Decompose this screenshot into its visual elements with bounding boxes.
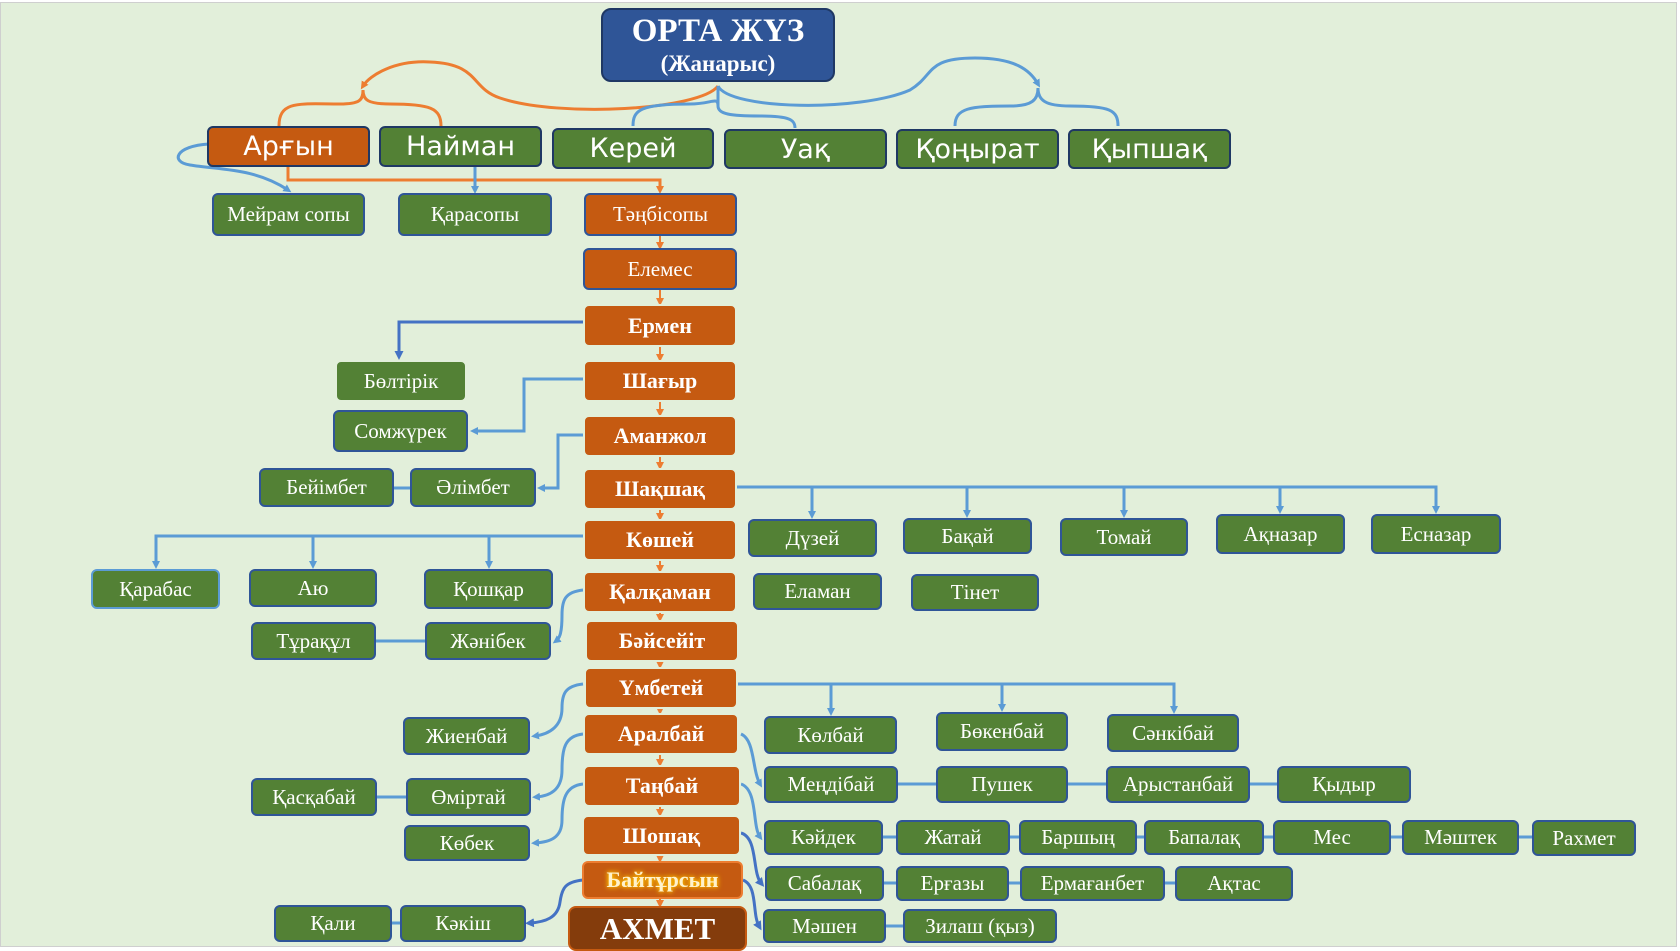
node-bakai[interactable]: Бақай <box>903 518 1032 554</box>
main-node-baiseiit[interactable]: Бәйсейіт <box>585 620 739 662</box>
main-node-umbetey[interactable]: Үмбетей <box>584 667 738 709</box>
node-kaidek[interactable]: Кәйдек <box>764 820 883 855</box>
tribe-uak[interactable]: Уақ <box>724 129 887 169</box>
node-pushek[interactable]: Пушек <box>936 766 1068 803</box>
main-node-elemes[interactable]: Елемес <box>583 248 737 290</box>
node-somzhurek[interactable]: Сомжүрек <box>333 410 468 452</box>
node-ayu[interactable]: Аю <box>249 569 377 607</box>
main-node-koshey[interactable]: Көшей <box>583 519 737 561</box>
node-karabas[interactable]: Қарабас <box>91 569 220 609</box>
node-mendibai[interactable]: Меңдібай <box>764 766 898 803</box>
main-node-ermen[interactable]: Ермен <box>583 304 737 347</box>
node-bokenbai[interactable]: Бөкенбай <box>936 712 1068 751</box>
main-node-shoshak[interactable]: Шошақ <box>582 815 741 856</box>
node-duzei[interactable]: Дүзей <box>748 519 877 557</box>
node-ermaganbet[interactable]: Ермағанбет <box>1020 866 1165 901</box>
node-mes[interactable]: Мес <box>1273 820 1391 855</box>
node-kobek[interactable]: Көбек <box>404 825 530 861</box>
node-kaskabai[interactable]: Қасқабай <box>251 778 377 816</box>
main-node-kalkaman[interactable]: Қалқаман <box>583 571 737 613</box>
node-meiram-sopy[interactable]: Мейрам сопы <box>212 193 365 236</box>
node-sabalak[interactable]: Сабалақ <box>765 866 884 901</box>
main-node-shakshak[interactable]: Шақшақ <box>583 468 737 510</box>
node-boltirik[interactable]: Бөлтірік <box>335 360 467 402</box>
main-node-akhmet[interactable]: АХМЕТ <box>568 906 747 951</box>
node-tanbisopy[interactable]: Тәңбісопы <box>584 193 737 236</box>
title-subtitle: (Жанарыс) <box>660 50 776 76</box>
node-sankibai[interactable]: Сәнкібай <box>1107 714 1239 752</box>
node-karasopy[interactable]: Қарасопы <box>398 193 552 236</box>
node-bapalak[interactable]: Бапалақ <box>1144 820 1264 855</box>
node-koshkar[interactable]: Қошқар <box>424 569 553 609</box>
node-kydyr[interactable]: Қыдыр <box>1277 766 1411 803</box>
main-node-aralbai[interactable]: Аралбай <box>583 713 739 755</box>
node-kakish[interactable]: Кәкіш <box>400 905 526 942</box>
node-alimbet[interactable]: Әлімбет <box>410 468 536 507</box>
tribe-konyrat[interactable]: Қоңырат <box>896 129 1059 169</box>
node-aknazar[interactable]: Ақназар <box>1216 514 1345 554</box>
node-kolbai[interactable]: Көлбай <box>764 716 897 754</box>
main-node-shagyr[interactable]: Шағыр <box>583 360 737 402</box>
node-esnazar[interactable]: Есназар <box>1371 514 1501 554</box>
main-node-tanbai[interactable]: Таңбай <box>583 765 741 807</box>
node-zilash[interactable]: Зилаш (қыз) <box>903 909 1057 943</box>
node-rakhmet[interactable]: Рахмет <box>1532 820 1636 856</box>
node-barshyn[interactable]: Баршың <box>1019 820 1137 855</box>
node-turakul[interactable]: Тұрақұл <box>251 622 376 660</box>
node-omirtai[interactable]: Өміртай <box>406 778 531 816</box>
node-zhienbai[interactable]: Жиенбай <box>403 717 530 755</box>
main-node-amanzhol[interactable]: Аманжол <box>583 415 737 457</box>
node-beiimbet[interactable]: Бейімбет <box>259 468 394 507</box>
tribe-kerei[interactable]: Керей <box>552 128 714 169</box>
node-zhatai[interactable]: Жатай <box>896 820 1010 855</box>
node-mashtek[interactable]: Мәштек <box>1402 820 1519 855</box>
node-tinet[interactable]: Тінет <box>911 574 1039 611</box>
node-aktas[interactable]: Ақтас <box>1175 866 1293 901</box>
node-kali[interactable]: Қали <box>274 905 392 942</box>
node-tomai[interactable]: Томай <box>1060 518 1188 556</box>
node-elaman[interactable]: Еламан <box>753 573 882 610</box>
node-mashen[interactable]: Мәшен <box>763 909 886 943</box>
node-arystanbai[interactable]: Арыстанбай <box>1106 766 1250 803</box>
tribe-kypshak[interactable]: Қыпшақ <box>1068 129 1231 169</box>
tribe-naiman[interactable]: Найман <box>379 126 542 167</box>
title-box-orta-zhuz: ОРТА ЖҮЗ (Жанарыс) <box>601 8 835 82</box>
main-node-baitursyn[interactable]: Байтұрсын <box>582 861 743 899</box>
title-main: ОРТА ЖҮЗ <box>631 12 805 49</box>
tribe-argyn[interactable]: Арғын <box>207 126 370 167</box>
node-ergazy[interactable]: Ерғазы <box>896 866 1009 901</box>
node-zhanibek[interactable]: Жәнібек <box>425 622 551 660</box>
